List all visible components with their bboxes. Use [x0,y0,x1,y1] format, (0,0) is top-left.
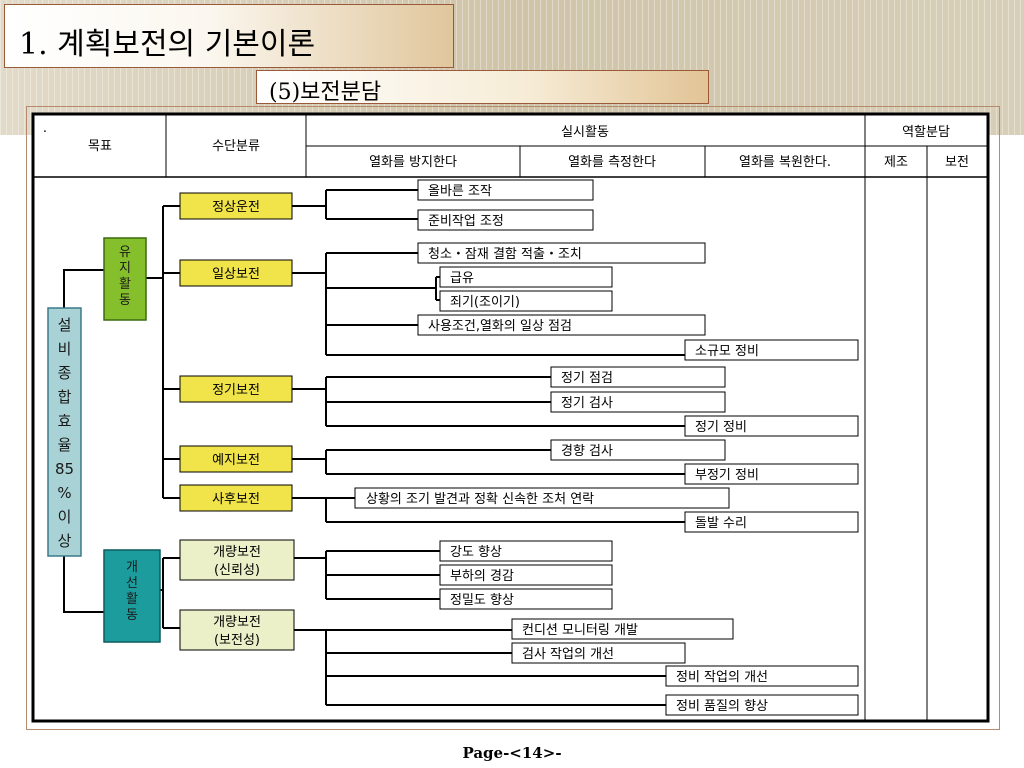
means-normal-operation: 정상운전 [179,192,293,220]
title-banner: 1. 계획보전의 기본이론 [4,4,454,68]
means-improve-reliability-label-2: (신뢰성) [214,563,260,578]
activity-setup-adjust-label: 준비작업 조정 [428,214,504,229]
activity-lubrication-label: 급유 [450,271,474,286]
activity-trend-inspection: 경향 검사 [550,439,726,461]
means-normal-operation-label: 정상운전 [212,200,260,215]
activity-sudden-repair: 돌발 수리 [684,511,859,533]
reliability-branch [294,550,440,600]
activity-lubrication: 급유 [439,266,613,288]
activity-correct-operation: 올바른 조작 [417,179,594,201]
activity-setup-adjust: 준비작업 조정 [417,209,594,231]
means-improve-maintainability-label-2: (보전성) [214,633,260,648]
activity-condition-monitoring-label: 컨디션 모니터링 개발 [522,623,638,638]
activity-periodic-repair-label: 정기 정비 [695,420,747,435]
means-boxes: 정상운전 일상보전 정기보전 예지보전 사후보전 개량보전 (신뢰성) 개량보전… [179,192,295,651]
activity-periodic-inspection: 정기 점검 [550,366,726,388]
header-means: 수단분류 [212,139,260,154]
content-frame [26,106,1000,730]
activity-repair-work-label: 정비 작업의 개선 [676,670,768,685]
activity-cleaning-label: 청소・잠재 결함 적출・조치 [428,247,582,262]
page-number: Page-<14>- [462,744,562,762]
activity-inspection-work: 검사 작업의 개선 [511,642,686,664]
improve-connector [160,557,180,629]
activity-load-reduction: 부하의 경감 [439,564,613,586]
header-measure: 열화를 측정한다 [568,155,656,170]
activity-periodic-test-label: 정기 검사 [561,396,613,411]
daily-branch [292,252,685,356]
means-periodic: 정기보전 [179,375,293,403]
goal-connector [63,269,104,613]
activity-irregular-repair-label: 부정기 정비 [695,468,759,483]
activity-early-detection: 상황의 조기 발견과 정확 신속한 조처 연락 [354,487,730,509]
means-improve-maintainability-label-1: 개량보전 [213,615,261,630]
header-bullet: · [43,125,47,140]
means-daily-label: 일상보전 [212,267,260,282]
activity-periodic-test: 정기 검사 [550,391,726,413]
activity-periodic-repair: 정기 정비 [684,415,859,437]
activity-daily-inspection-label: 사용조건,열화의 일상 점검 [428,319,572,334]
means-improve-maintainability: 개량보전 (보전성) [179,609,295,651]
maintainability-branch [294,629,666,706]
header-maintenance: 보전 [945,155,969,170]
slide-subtitle: (5)보전분담 [269,80,382,105]
activity-repair-work: 정비 작업의 개선 [665,665,859,687]
activity-strength: 강도 향상 [439,540,613,562]
activity-irregular-repair: 부정기 정비 [684,463,859,485]
activity-repair-quality: 정비 품질의 향상 [665,694,859,716]
activity-boxes: 올바른 조작 준비작업 조정 청소・잠재 결함 적출・조치 급유 죄기(조이기)… [354,179,859,716]
header-activity: 실시활동 [561,125,609,140]
means-periodic-label: 정기보전 [212,383,260,398]
activity-minor-repair: 소규모 정비 [684,339,859,361]
predictive-branch [292,449,685,475]
table-header: · 목표 수단분류 실시활동 열화를 방지한다 열화를 측정한다 열화를 복원한… [43,125,969,170]
breakdown-branch [292,497,685,523]
connector-lines [63,189,685,706]
means-breakdown-label: 사후보전 [212,492,260,507]
activity-tightening: 죄기(조이기) [439,290,613,312]
activity-repair-quality-label: 정비 품질의 향상 [676,699,768,714]
activity-trend-inspection-label: 경향 검사 [561,444,613,459]
header-restore: 열화를 복원한다. [739,155,831,170]
activity-precision: 정밀도 향상 [439,588,613,610]
means-breakdown: 사후보전 [179,484,293,512]
normal-operation-branch [292,189,418,220]
activity-minor-repair-label: 소규모 정비 [695,344,759,359]
header-roles: 역할분담 [902,125,950,140]
activity-early-detection-label: 상황의 조기 발견과 정확 신속한 조처 연락 [366,492,594,507]
activity-tightening-label: 죄기(조이기) [450,295,520,310]
means-predictive-label: 예지보전 [212,453,260,468]
activity-inspection-work-label: 검사 작업의 개선 [522,647,614,662]
means-improve-reliability-label-1: 개량보전 [213,545,261,560]
maintain-connector [146,205,180,499]
activity-periodic-inspection-label: 정기 점검 [561,371,613,386]
activity-load-reduction-label: 부하의 경감 [450,569,514,584]
activity-condition-monitoring: 컨디션 모니터링 개발 [511,618,734,640]
activity-precision-label: 정밀도 향상 [450,593,514,608]
activity-correct-operation-label: 올바른 조작 [428,184,492,199]
periodic-branch [292,376,685,427]
header-manufacture: 제조 [884,155,908,170]
activity-daily-inspection: 사용조건,열화의 일상 점검 [417,314,706,336]
header-goal: 목표 [88,139,112,154]
means-predictive: 예지보전 [179,445,293,473]
activity-strength-label: 강도 향상 [450,545,502,560]
means-improve-reliability: 개량보전 (신뢰성) [179,539,295,581]
subtitle-banner: (5)보전분담 [256,70,709,105]
activity-cleaning: 청소・잠재 결함 적출・조치 [417,242,706,264]
activity-sudden-repair-label: 돌발 수리 [695,516,747,531]
header-prevent: 열화를 방지한다 [369,155,457,170]
means-daily: 일상보전 [179,259,293,287]
slide-title: 1. 계획보전의 기본이론 [19,27,316,62]
